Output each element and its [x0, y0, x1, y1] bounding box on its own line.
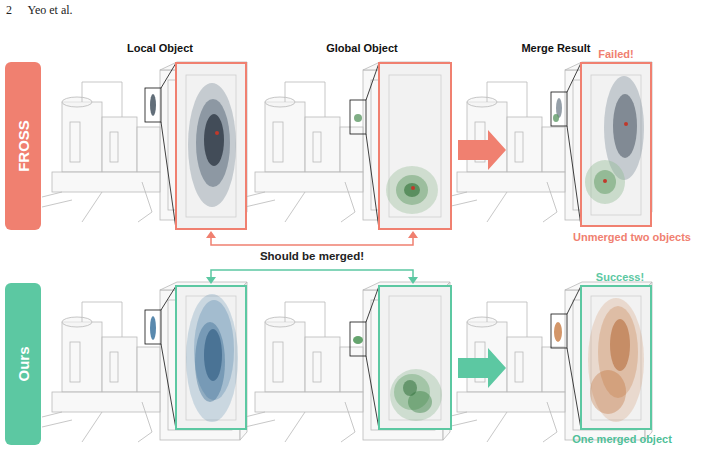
- row-label: Ours: [15, 346, 32, 381]
- running-head: Yeo et al.: [27, 4, 72, 18]
- row-band: FROSS: [5, 62, 41, 230]
- row-label: FROSS: [15, 120, 32, 172]
- status-note: Failed!: [598, 48, 633, 61]
- column-header: Local Object: [127, 42, 193, 55]
- status-note: Success!: [596, 271, 644, 284]
- page-number: 2: [6, 4, 12, 18]
- column-header: Global Object: [326, 42, 398, 55]
- result-note: Unmerged two objects: [573, 231, 691, 244]
- row-band: Ours: [5, 283, 41, 445]
- column-header: Merge Result: [521, 42, 590, 55]
- result-note: One merged object: [572, 433, 672, 446]
- merge-note: Should be merged!: [260, 250, 364, 263]
